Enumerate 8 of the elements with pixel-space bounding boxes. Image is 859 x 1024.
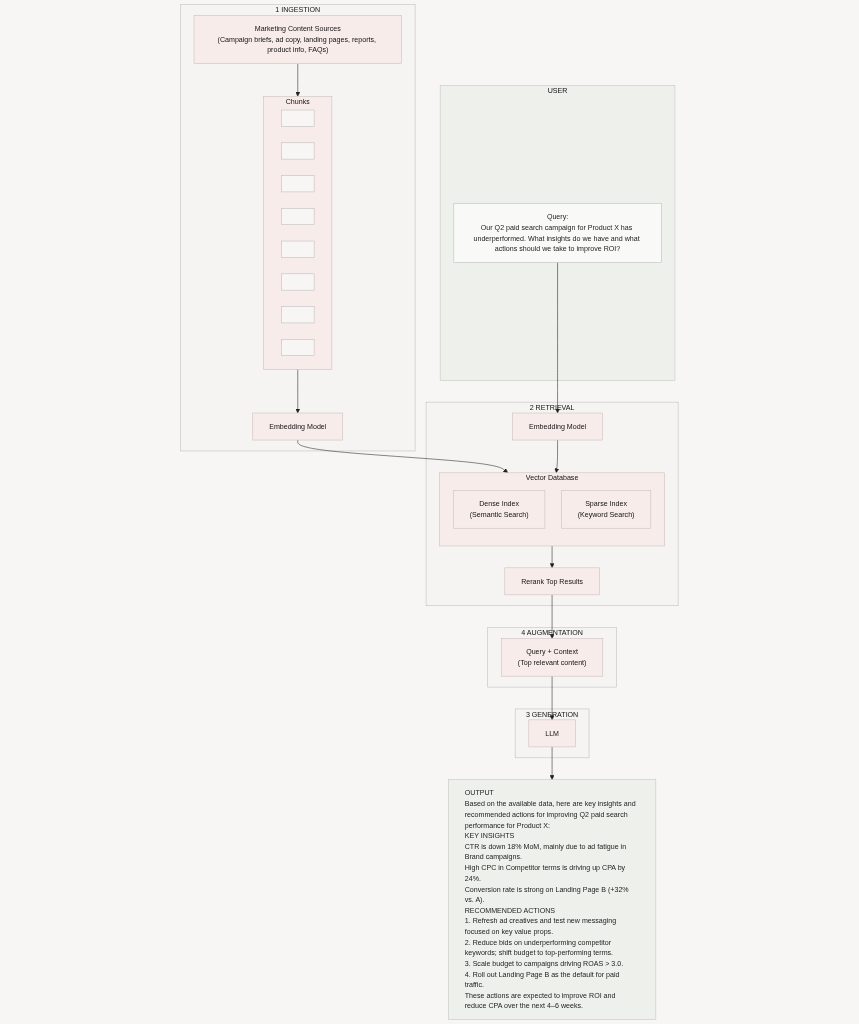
node-box: [281, 208, 315, 225]
node-box: [281, 306, 315, 324]
node-box: [281, 142, 315, 160]
node-box: [281, 109, 315, 127]
node-box: [281, 339, 315, 356]
node-box: [281, 240, 315, 258]
node-box: [281, 175, 315, 193]
node-box: [281, 273, 315, 291]
